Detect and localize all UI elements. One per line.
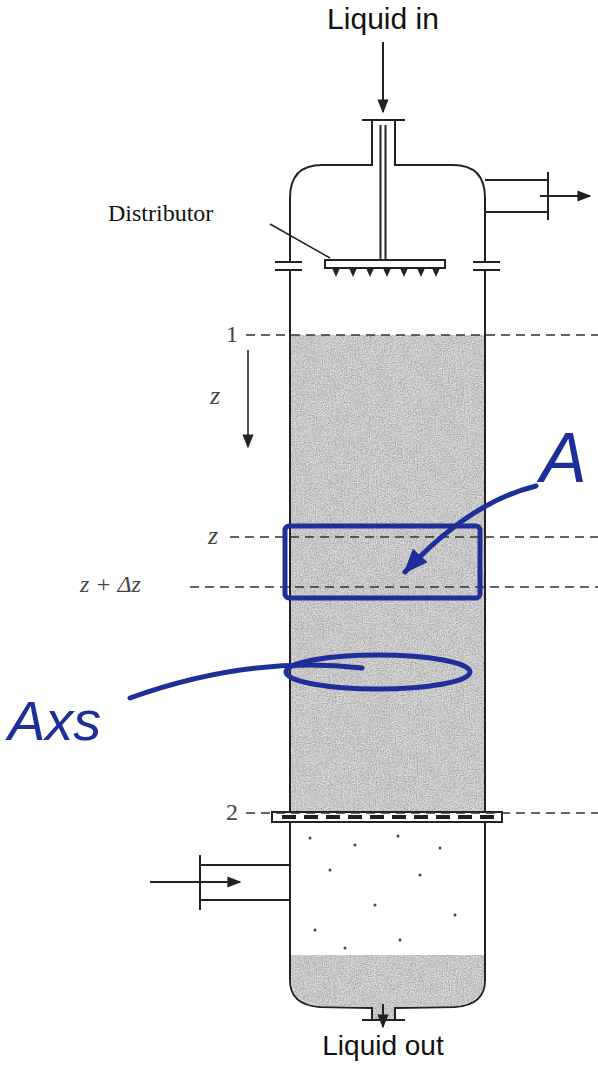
flow-label: Liquid out	[322, 1031, 443, 1062]
station-number: 1	[226, 321, 238, 347]
part-name: Distributor	[108, 200, 213, 226]
z-axis-arrow	[247, 350, 249, 447]
station-number: 2	[226, 799, 238, 825]
flow-arrow	[382, 42, 384, 112]
axis-label: z	[210, 382, 220, 411]
gas-out-arrow	[540, 195, 590, 197]
gas-in-arrow	[150, 881, 240, 883]
leader-line	[270, 224, 330, 258]
flow-label: Liquid in	[327, 2, 439, 35]
area-label: Axs	[8, 690, 101, 752]
packing-bed	[291, 335, 484, 812]
column-head	[275, 120, 548, 270]
position-label: z + Δz	[80, 571, 141, 597]
area-label: A	[540, 420, 587, 497]
liquid-pool	[291, 955, 484, 1019]
reference-line	[190, 335, 598, 813]
support-plate	[272, 812, 502, 950]
distributor-symbol	[325, 125, 445, 277]
flow-arrow	[382, 1004, 384, 1027]
handwritten-marks	[130, 486, 536, 698]
column-shell	[290, 270, 485, 1020]
position-label: z	[208, 522, 218, 551]
